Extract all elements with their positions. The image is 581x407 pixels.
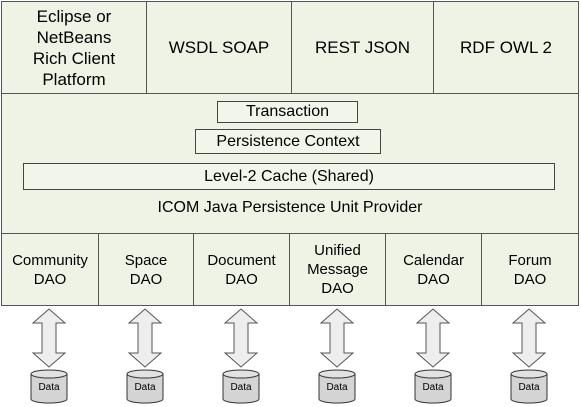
persistence-context-label: Persistence Context (216, 132, 360, 150)
calendar-data-label: Data (422, 382, 444, 393)
persistence-unit-provider-box: Transaction Persistence Context Level-2 … (1, 93, 579, 234)
calendar-data-arrow (415, 308, 451, 368)
community-data-arrow (31, 308, 67, 368)
document-data-arrow (223, 308, 259, 368)
space-dao-label: Space DAO (124, 251, 168, 288)
document-data-label: Data (230, 382, 252, 393)
unified-message-dao-label: Unified Message DAO (307, 242, 368, 297)
space-dao-box: Space DAO (98, 233, 194, 306)
wsdl-soap-label: WSDL SOAP (168, 38, 270, 57)
space-data-label: Data (134, 382, 156, 393)
calendar-dao-box: Calendar DAO (385, 233, 482, 306)
community-dao-box: Community DAO (1, 233, 99, 306)
unified-message-data-cylinder: Data (318, 369, 356, 404)
space-data-cylinder: Data (126, 369, 164, 404)
rdf-owl-label: RDF OWL 2 (460, 38, 552, 57)
community-data-label: Data (38, 382, 60, 393)
forum-data-cylinder: Data (510, 369, 548, 404)
rich-client-platform-box: Eclipse or NetBeans Rich Client Platform (1, 1, 147, 94)
document-data-cylinder: Data (222, 369, 260, 404)
unified-message-data-arrow (319, 308, 355, 368)
community-dao-label: Community DAO (12, 251, 88, 288)
unified-message-dao-box: Unified Message DAO (289, 233, 386, 306)
unified-message-data-label: Data (326, 382, 348, 393)
calendar-data-cylinder: Data (414, 369, 452, 404)
wsdl-soap-box: WSDL SOAP (146, 1, 292, 94)
rich-client-platform-label: Eclipse or NetBeans Rich Client Platform (32, 6, 116, 89)
level2-cache-box: Level-2 Cache (Shared) (23, 163, 555, 190)
forum-dao-box: Forum DAO (481, 233, 579, 306)
document-dao-label: Document DAO (207, 251, 276, 288)
forum-dao-label: Forum DAO (508, 251, 552, 288)
level2-cache-label: Level-2 Cache (Shared) (204, 167, 374, 185)
calendar-dao-label: Calendar DAO (403, 251, 464, 288)
persistence-context-box: Persistence Context (195, 129, 381, 154)
community-data-cylinder: Data (30, 369, 68, 404)
transaction-label: Transaction (246, 103, 329, 120)
forum-data-arrow (511, 308, 547, 368)
rest-json-box: REST JSON (291, 1, 434, 94)
provider-title: ICOM Java Persistence Unit Provider (157, 199, 423, 216)
forum-data-label: Data (518, 382, 540, 393)
space-data-arrow (127, 308, 163, 368)
document-dao-box: Document DAO (193, 233, 290, 306)
transaction-box: Transaction (217, 101, 358, 123)
rest-json-label: REST JSON (314, 38, 411, 57)
